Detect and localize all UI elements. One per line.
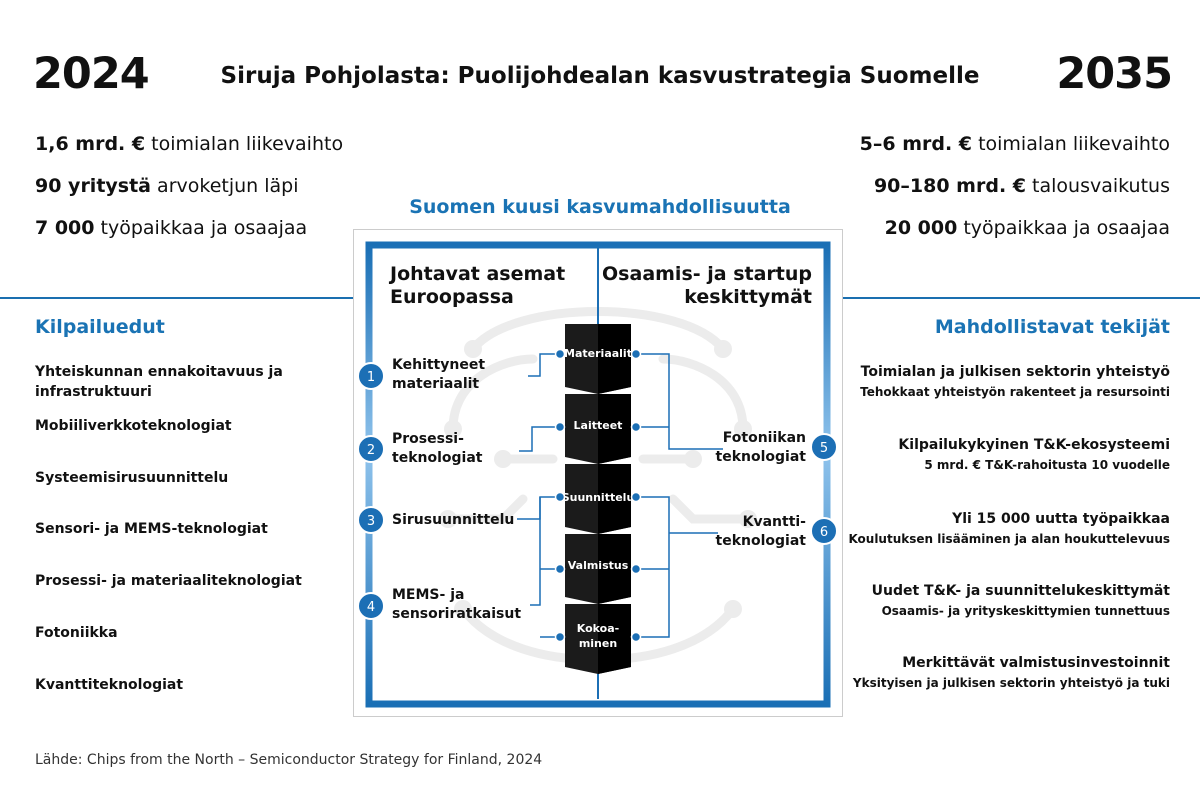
svg-text:6: 6: [820, 525, 828, 540]
opportunity-3-label: Sirusuunnittelu: [392, 512, 515, 528]
badge-4: 4: [357, 592, 385, 620]
step-materials: [565, 324, 631, 394]
advantage-item: Prosessi- ja materiaaliteknologiat: [35, 573, 302, 589]
step-label-equipment: Laitteet: [574, 419, 623, 432]
value-chain-diagram: Materiaalit Laitteet Suunnittelu Valmist…: [357, 241, 838, 708]
enabler-title: Kilpailukykyinen T&K-ekosysteemi: [898, 437, 1170, 453]
opportunity-4-label: MEMS- ja sensoriratkaisut: [392, 587, 522, 622]
enabler-item: Toimialan ja julkisen sektorin yhteistyö…: [860, 365, 1170, 398]
stat-2035-economic-impact: 90–180 mrd. € talousvaikutus: [873, 175, 1170, 197]
circuit-watermark-nodes: [439, 340, 757, 618]
opportunity-5-label: Fotoniikan teknologiat: [715, 430, 806, 465]
opportunity-2-label: Prosessi- teknologiat: [392, 431, 483, 466]
stat-2035-jobs: 20 000 työpaikkaa ja osaajaa: [884, 217, 1170, 239]
step-assembly: [565, 604, 631, 674]
badge-5: 5: [810, 433, 838, 461]
advantage-item: Fotoniikka: [35, 625, 118, 641]
right-column-title: Osaamis- ja startup keskittymät: [602, 263, 812, 308]
step-label-manufacturing: Valmistus: [568, 559, 629, 572]
enabler-subtitle: Osaamis- ja yrityskeskittymien tunnettuu…: [881, 604, 1170, 618]
divider-right: [831, 297, 1200, 299]
step-design: [565, 464, 631, 534]
step-equipment: [565, 394, 631, 464]
svg-text:1: 1: [367, 370, 375, 385]
svg-text:4: 4: [367, 600, 375, 615]
advantage-item: Yhteiskunnan ennakoitavuus ja infrastruk…: [35, 364, 283, 400]
opportunity-1-label: Kehittyneet materiaalit: [392, 357, 486, 392]
stat-2035-revenue: 5–6 mrd. € toimialan liikevaihto: [859, 133, 1170, 155]
divider-left: [0, 297, 367, 299]
advantage-item: Sensori- ja MEMS-teknologiat: [35, 521, 268, 537]
step-label-assembly: Kokoa-minen: [577, 622, 619, 650]
badge-2: 2: [357, 435, 385, 463]
year-end: 2035: [1056, 49, 1173, 99]
advantage-item: Systeemisirusuunnittelu: [35, 470, 229, 486]
enabler-title: Merkittävät valmistusinvestoinnit: [902, 655, 1170, 671]
svg-text:3: 3: [367, 514, 375, 529]
stat-2024-revenue: 1,6 mrd. € toimialan liikevaihto: [35, 133, 344, 155]
page-title: Siruja Pohjolasta: Puolijohdealan kasvus…: [220, 63, 980, 89]
source-note: Lähde: Chips from the North – Semiconduc…: [35, 752, 543, 768]
year-start: 2024: [33, 49, 150, 99]
connector-dots: [554, 348, 642, 643]
enabler-title: Yli 15 000 uutta työpaikkaa: [952, 511, 1170, 527]
enabler-item: Kilpailukykyinen T&K-ekosysteemi 5 mrd. €…: [898, 438, 1170, 471]
connectors-left: [517, 353, 560, 638]
step-manufacturing: [565, 534, 631, 604]
advantage-item: Kvanttiteknologiat: [35, 677, 184, 693]
enabler-title: Uudet T&K- ja suunnittelukeskittymät: [871, 583, 1170, 599]
stat-2024-jobs: 7 000 työpaikkaa ja osaajaa: [35, 217, 308, 239]
enablers-title: Mahdollistavat tekijät: [934, 316, 1170, 338]
stat-2024-companies: 90 yritystä arvoketjun läpi: [35, 175, 299, 197]
enabler-subtitle: Yksityisen ja julkisen sektorin yhteisty…: [852, 676, 1170, 690]
opportunity-6-label: Kvantti- teknologiat: [715, 514, 806, 549]
step-label-materials: Materiaalit: [564, 347, 632, 360]
badge-1: 1: [357, 362, 385, 390]
badge-6: 6: [810, 517, 838, 545]
enabler-subtitle: Tehokkaat yhteistyön rakenteet ja resurs…: [860, 385, 1170, 399]
svg-text:2: 2: [367, 443, 375, 458]
opportunities-title: Suomen kuusi kasvumahdollisuutta: [409, 196, 791, 218]
left-column-title: Johtavat asemat Euroopassa: [390, 263, 566, 308]
step-label-design: Suunnittelu: [562, 491, 635, 504]
competitive-advantages-title: Kilpailuedut: [35, 316, 165, 338]
advantage-item: Mobiiliverkkoteknologiat: [35, 418, 232, 434]
enabler-subtitle: 5 mrd. € T&K-rahoitusta 10 vuodelle: [924, 458, 1170, 472]
svg-text:5: 5: [820, 441, 828, 456]
connectors-right: [636, 353, 723, 638]
blue-frame: [365, 241, 831, 708]
badge-3: 3: [357, 506, 385, 534]
enabler-title: Toimialan ja julkisen sektorin yhteistyö: [860, 364, 1170, 380]
enabler-subtitle: Koulutuksen lisääminen ja alan houkuttel…: [848, 532, 1170, 546]
